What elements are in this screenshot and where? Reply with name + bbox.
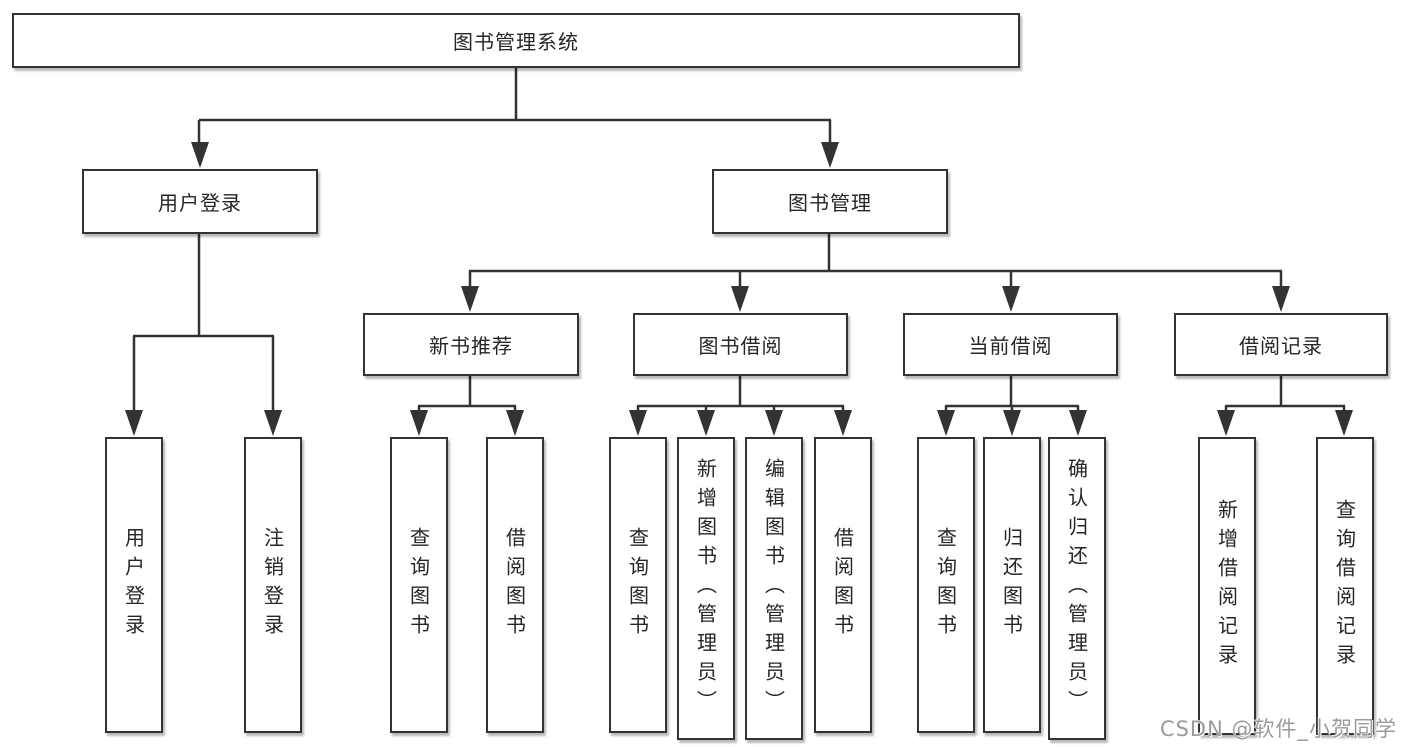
node-borrow-records: 借阅记录 (1174, 313, 1388, 376)
leaf-add-book-admin: 新增图书（管理员） (677, 437, 735, 740)
leaf-query-borrow-record: 查询借阅记录 (1316, 437, 1374, 735)
leaf-borrow-books-recommend: 借阅图书 (486, 437, 544, 733)
leaf-edit-book-admin: 编辑图书（管理员） (745, 437, 803, 740)
leaf-borrow-books-borrow: 借阅图书 (814, 437, 872, 733)
leaf-query-books-borrow: 查询图书 (609, 437, 667, 733)
node-book-management: 图书管理 (712, 169, 948, 234)
leaf-add-borrow-record: 新增借阅记录 (1198, 437, 1256, 735)
node-book-borrowing: 图书借阅 (633, 313, 848, 376)
leaf-user-login: 用户登录 (105, 437, 163, 733)
leaf-query-books-recommend: 查询图书 (390, 437, 448, 733)
root-node-library-system: 图书管理系统 (12, 13, 1020, 68)
leaf-return-books: 归还图书 (983, 437, 1041, 733)
node-current-borrowing: 当前借阅 (903, 313, 1118, 376)
node-user-login: 用户登录 (82, 169, 318, 234)
arrowhead-icons (125, 142, 1353, 436)
leaf-query-books-current: 查询图书 (917, 437, 975, 733)
leaf-confirm-return-admin: 确认归还（管理员） (1048, 437, 1106, 740)
leaf-logout: 注销登录 (244, 437, 302, 733)
node-new-book-recommend: 新书推荐 (363, 313, 579, 376)
csdn-watermark: CSDN @软件_小贺同学 (1159, 717, 1397, 741)
